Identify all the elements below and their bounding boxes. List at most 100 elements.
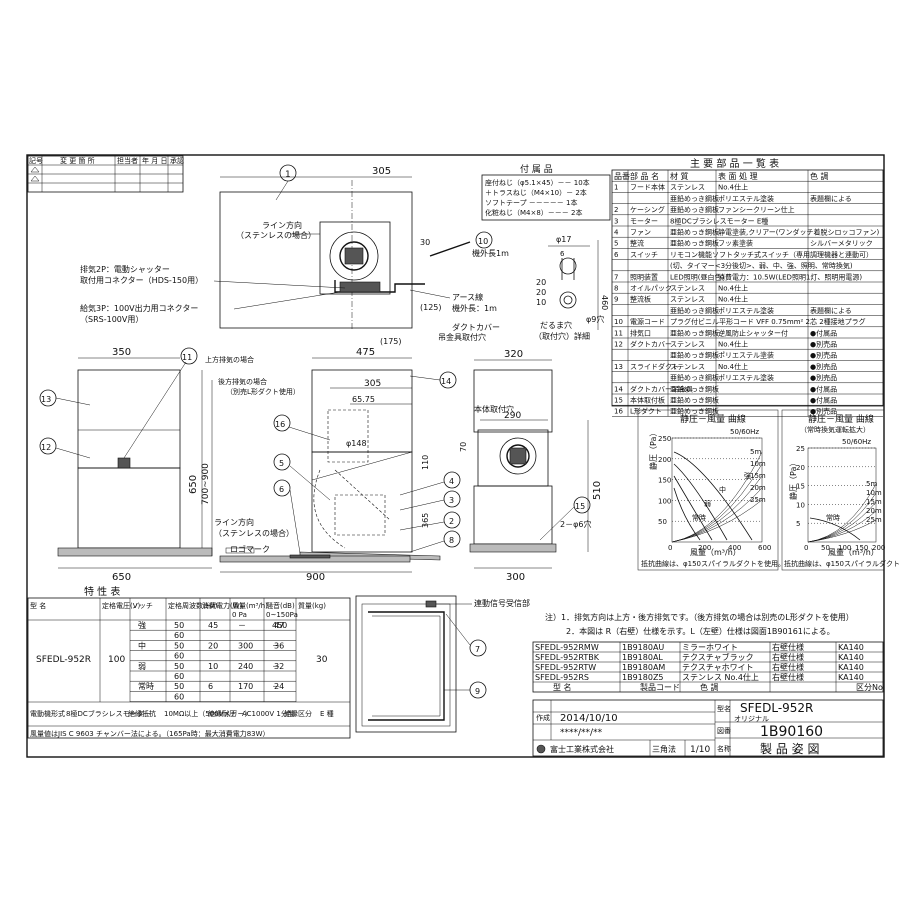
parts-cell: No.4仕上 [718,183,748,192]
parts-cell: ケーシング [630,205,665,214]
right-duct-label: 20m [866,507,882,515]
detail-d20b: 20 [536,278,546,287]
parts-cell: 亜鉛めっき鋼板 [670,407,719,416]
left-xtick: 200 [698,544,711,552]
spec-header: ノッチ [132,602,153,610]
parts-cell: 6 [614,251,619,259]
parts-header: 部 品 名 [630,171,659,181]
variant-header: 色 調 [700,682,719,692]
spec-sub: 0~150Pa [266,611,298,619]
front-dim-70: 70 [459,442,468,452]
left-ytick: 50 [658,518,667,526]
parts-cell: 3 [614,217,618,225]
parts-cell: オイルパック [630,285,672,293]
parts-cell: ダクトカバー [630,340,672,349]
parts-cell: 8極DCブラシレスモーター E種 [670,216,768,225]
right-duct-label: 5m [866,480,877,488]
parts-cell: ●付属品 [810,328,837,337]
parts-cell: 8 [614,285,618,293]
variant-cell: SFEDL-952RTBK [535,653,600,662]
spec-cell: 60 [174,631,184,640]
spec-cell: 170 [238,682,253,691]
variant-cell: ステンレス No.4仕上 [682,672,759,682]
right-xtick: 200 [872,544,885,552]
mid-dim-700-900: 700~900 [201,463,211,505]
parts-cell: 亜鉛めっき鋼板 [670,194,719,203]
parts-cell: 13 [614,363,623,371]
tag-no: 図番 [717,727,731,735]
acc-item-1: ＋トラスねじ（M4×10）－ 2本 [485,188,587,197]
parts-cell: No.4仕上 [718,295,748,304]
spec-table: 特 性 表 型 名定格電圧(V)ノッチ定格周波数(Hz)消費電力(W)風量(m³… [27,585,351,739]
parts-cell: ポリエステル塗装 [718,306,774,315]
variant-header: 型 名 [553,682,572,692]
detail-d10: 10 [536,298,546,307]
parts-cell: 亜鉛めっき鋼板 [670,351,719,360]
side-dim-350: 350 [112,347,131,358]
right-duct-label: 10m [866,489,882,497]
spec-cell: 47 [274,621,284,630]
callout-1: 1 [285,170,291,180]
parts-cell: 本体取付板 [630,396,665,405]
variant-cell: SFEDL-952RTW [535,663,596,672]
parts-cell: 4 [614,229,619,237]
variant-cell: 1B9180AU [622,643,664,652]
parts-cell: 照明装置 [630,272,658,281]
parts-cell: 10 [614,318,623,326]
spec-cell: 60 [174,692,184,701]
spec-cell: － [238,621,246,630]
rev-h3: 年 月 日 [142,156,167,165]
intake-3p: 給気3P：100V出力用コネクター [80,303,198,313]
spec-cell: 中 [138,640,146,650]
spec-model: SFEDL-952R [36,655,91,665]
parts-cell: フード本体 [630,183,665,192]
rev-h0: 記号 [29,156,43,165]
spec-bottom: 8極DCブラシレスモーター [66,709,151,718]
callout-2: 2 [449,517,454,526]
right-xtick: 100 [838,544,851,552]
parts-cell: 電源コード [630,317,665,326]
right-xtick: 50 [821,544,830,552]
drawing-number: 1B90160 [760,724,823,740]
left-duct-label: 25m [750,496,766,504]
parts-cell: 亜鉛めっき鋼板 [670,239,719,248]
parts-cell: 9 [614,296,618,304]
variant-cell: テクスチャホワイト [682,663,754,672]
sheet-border [26,154,885,758]
callout-14: 14 [441,377,451,386]
left-ytick: 200 [658,456,671,464]
parts-cell: ファン [630,229,651,237]
parts-cell: 亜鉛めっき鋼板 [670,228,719,237]
title-original: オリジナル [734,715,769,723]
accessories-box: 付 属 品 座付ねじ（φ5.1×45）－－ 10本 ＋トラスねじ（M4×10）－… [481,164,611,221]
tag-title: 名称 [717,744,731,753]
left-ytick: 100 [658,497,671,505]
variant-cell: 右壁仕様 [772,672,804,682]
callout-6: 6 [279,485,284,494]
spec-cell: 強 [138,620,146,630]
projection: 三角法 [652,744,676,754]
spec-voltage: 100 [108,655,125,665]
variant-cell: 右壁仕様 [772,652,804,662]
left-duct-curve [671,451,763,543]
right-curve-label: 常時 [826,513,840,522]
title-date: 2014/10/10 [560,713,618,724]
logo-mark: ロゴマーク [230,544,270,554]
parts-cell: ファンシークリーン仕上 [718,205,795,214]
variant-cell: 1B9180AM [622,663,665,672]
curve-right-note: 抵抗曲線は、φ150スパイラルダクトを使用。 [784,559,900,568]
mid-dim-365: 365 [421,513,430,528]
parts-cell: ポリエステル塗装 [718,351,774,360]
callout-15: 15 [575,502,585,511]
side-dim-650w: 650 [112,572,131,583]
spec-footnote: 風量値はJIS C 9603 チャンバー法による。（165Pa時：最大消費電力8… [30,729,270,738]
note-2: 2．本図は R（右壁）仕様を示す。L（左壁）仕様は図面1B90161による。 [566,626,835,636]
front-dim-290: 290 [504,411,521,421]
parts-cell: ●別売品 [810,340,837,349]
right-ytick: 10 [796,501,805,509]
parts-cell: 排気口 [630,328,651,337]
variant-cell: 1B9180Z5 [622,673,664,682]
acc-title: 付 属 品 [520,164,553,175]
